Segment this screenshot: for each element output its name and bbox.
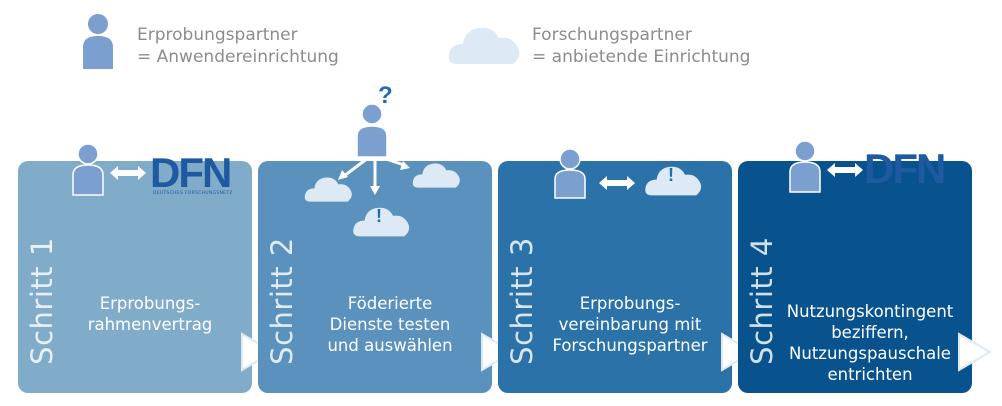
step-4-box: Schritt 4 Nutzungskontingent beziffern, … [738, 161, 972, 393]
step-3-text: Erprobungs- vereinbarung mit Forschungsp… [552, 294, 708, 355]
step-3-person-icon [554, 148, 586, 199]
step-1-text: Erprobungs- rahmenvertrag [87, 294, 213, 334]
step-2-person-icon [356, 103, 388, 158]
step-4-double-arrow-icon [827, 163, 863, 177]
step-1-label: Schritt 1 [25, 237, 59, 365]
step-1-dfn-logo-subtitle: DEUTSCHES FORSCHUNGSNETZ [153, 191, 233, 196]
legend-person-text: Erprobungspartner = Anwendereinrichtung [137, 25, 339, 67]
step-3-cloud-icon [645, 166, 702, 196]
person-icon [83, 14, 113, 69]
legend-cloud-text: Forschungspartner = anbietende Einrichtu… [532, 25, 751, 67]
step-2-box: Schritt 2 Föderierte Dienste testen und … [258, 161, 492, 393]
step-2-text: Föderierte Dienste testen und auswählen [327, 294, 453, 355]
step-2-cloud-center-icon [353, 207, 410, 237]
step-4-arrow-icon [958, 332, 992, 372]
step-3-exclamation-icon: ! [668, 165, 674, 185]
step-2-cloud-right-icon [412, 163, 460, 188]
step-2-branch-arrows-icon [338, 156, 410, 195]
step-3-arrow-icon [721, 332, 755, 372]
step-4-person-icon [789, 140, 821, 193]
step-2-exclamation-icon: ! [376, 206, 382, 226]
step-2-arrow-icon [481, 332, 515, 372]
step-2-label: Schritt 2 [265, 237, 299, 365]
step-4-text: Nutzungskontingent beziffern, Nutzungspa… [786, 302, 954, 384]
step-1-arrow-icon [241, 332, 275, 372]
step-1-dfn-logo: DFN [150, 149, 232, 196]
cloud-icon [448, 27, 520, 64]
step-4-dfn-logo: DFN [864, 145, 946, 192]
step-3-label: Schritt 3 [505, 237, 539, 365]
step-1-person-icon [72, 143, 104, 196]
step-2-question-mark: ? [378, 82, 393, 109]
step-3-box: Schritt 3 Erprobungs- vereinbarung mit F… [498, 161, 732, 393]
step-2-cloud-left-icon [304, 177, 352, 202]
step-4-label: Schritt 4 [745, 237, 779, 365]
step-1-double-arrow-icon [110, 166, 146, 180]
step-1-box: Schritt 1 Erprobungs- rahmenvertrag [18, 161, 252, 393]
step-3-double-arrow-icon [599, 176, 635, 190]
